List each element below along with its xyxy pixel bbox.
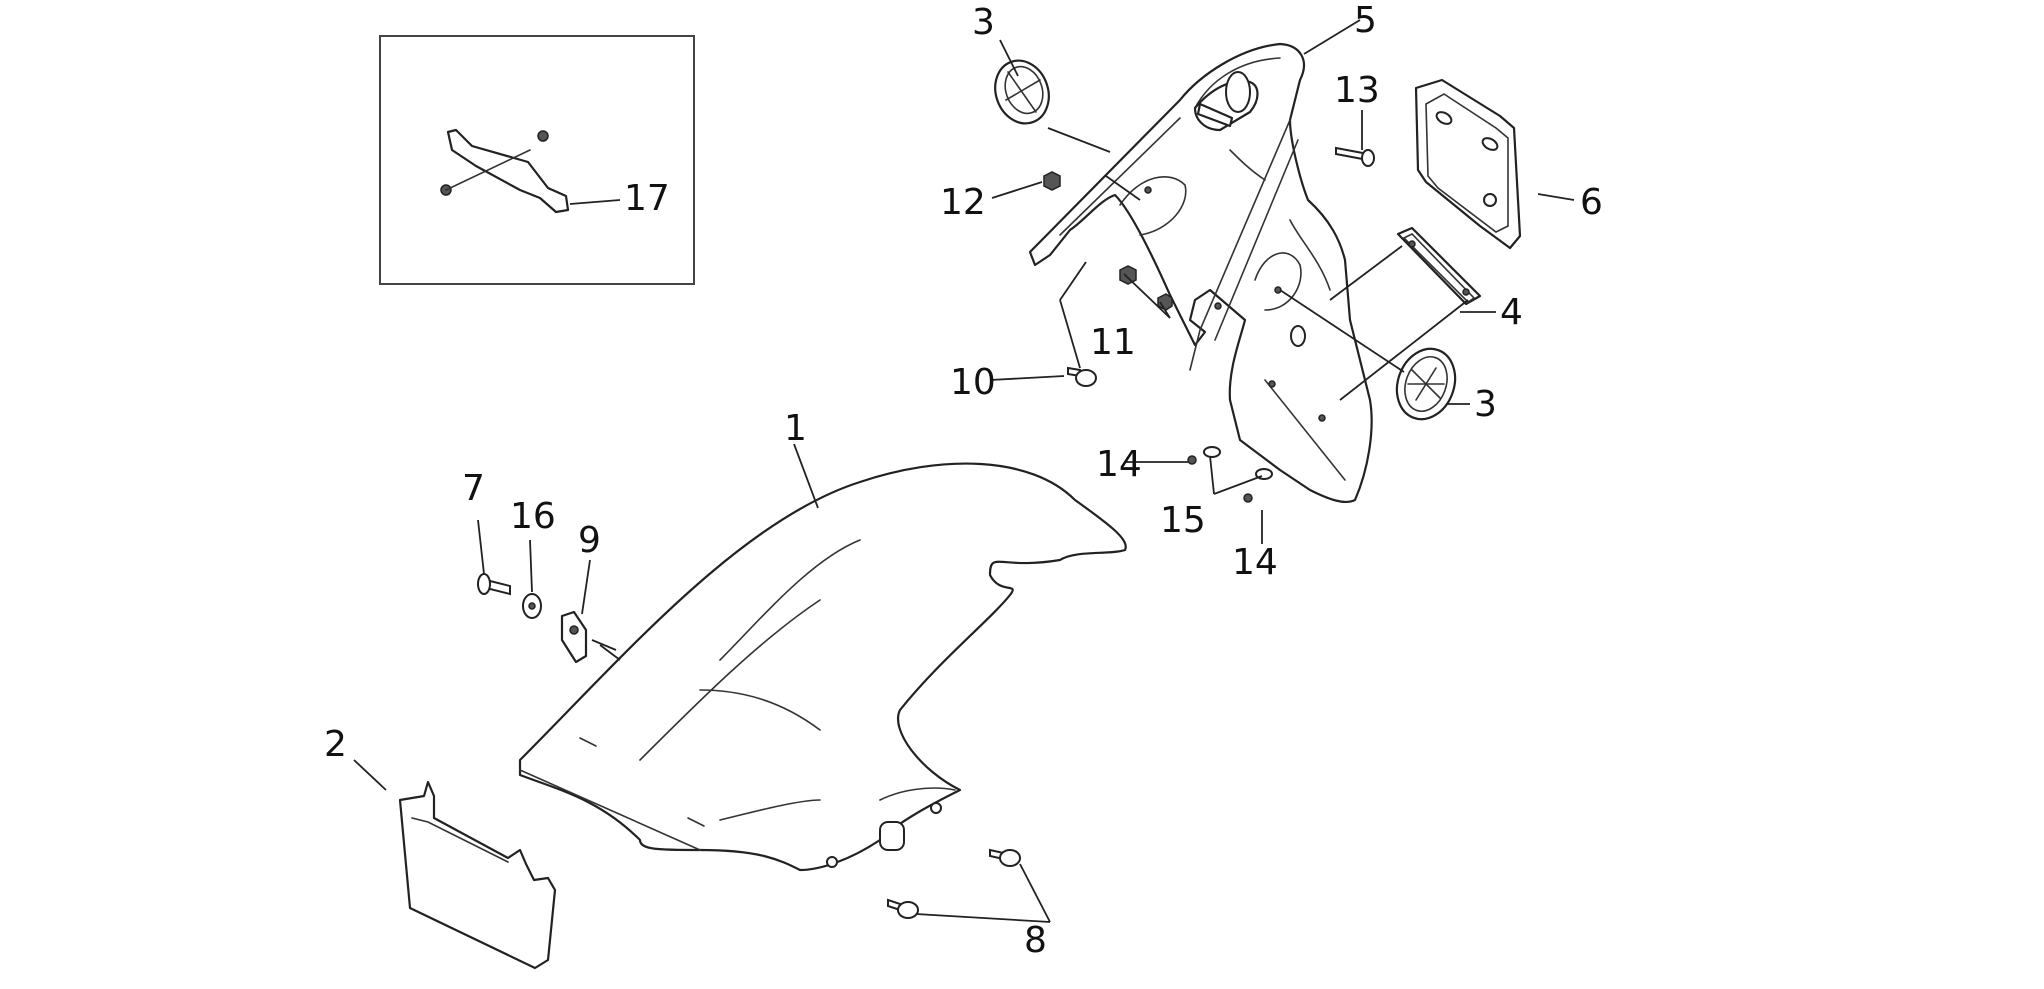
- callout-16: 16: [510, 496, 556, 537]
- part-13-screw: [1335, 146, 1375, 167]
- callout-12: 12: [940, 182, 986, 223]
- callout-7: 7: [462, 468, 485, 509]
- part-1-mudguard: [518, 462, 1127, 872]
- part-4-plate-light: [1396, 226, 1482, 306]
- callout-1: 1: [784, 408, 807, 449]
- callout-6: 6: [1580, 182, 1603, 223]
- callout-9: 9: [578, 520, 601, 561]
- leader-lines: [353, 19, 1575, 923]
- callout-14-lower: 14: [1232, 542, 1278, 583]
- callout-11: 11: [1090, 322, 1136, 363]
- callout-13: 13: [1334, 70, 1380, 111]
- callout-3-lower: 3: [1474, 384, 1497, 425]
- callout-10: 10: [950, 362, 996, 403]
- part-7-bolt: [477, 573, 511, 596]
- part-8-screws: [887, 848, 1021, 919]
- part-9-clip: [560, 610, 588, 664]
- inset-detail-box: [379, 35, 695, 285]
- callout-15: 15: [1160, 500, 1206, 541]
- part-16-washer: [522, 593, 542, 619]
- part-5-support-bracket: [1028, 42, 1373, 504]
- callout-3-upper: 3: [972, 2, 995, 43]
- part-3-reflector-lower: [1395, 347, 1457, 421]
- callout-8: 8: [1024, 920, 1047, 961]
- part-10-screw: [1067, 366, 1097, 387]
- part-3-reflector-upper: [994, 59, 1050, 125]
- part-6-gasket: [1414, 78, 1522, 250]
- inset-frame: [379, 35, 695, 285]
- part-12-nut: [1043, 171, 1061, 191]
- callout-5: 5: [1354, 0, 1377, 41]
- part-17-bracket: [440, 128, 570, 214]
- callout-labels: 1 2 3 3 4 5 6 7 8 9 10 11 12 13 14 14 15…: [324, 0, 1603, 961]
- callout-14-left: 14: [1096, 444, 1142, 485]
- callout-4: 4: [1500, 292, 1523, 333]
- part-2-plate: [398, 780, 557, 970]
- hardware-parts: [477, 146, 1375, 919]
- callout-2: 2: [324, 724, 347, 765]
- callout-17: 17: [624, 178, 670, 219]
